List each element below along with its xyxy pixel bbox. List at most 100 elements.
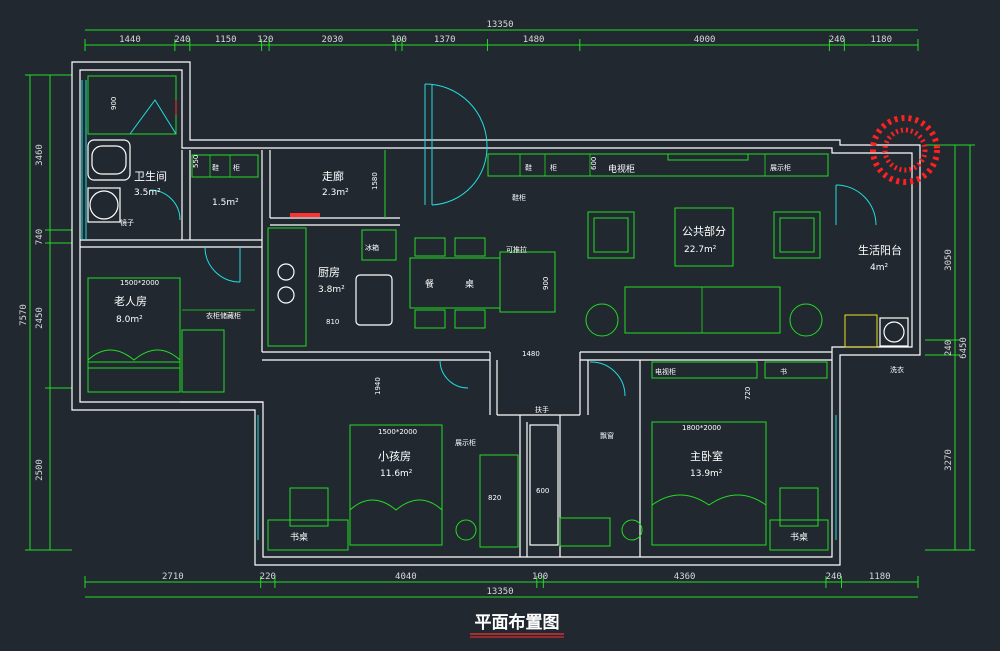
elder-room: 1500*2000 老人房 8.0m² 衣柜储藏柜 [87,277,255,393]
kitchen-name: 厨房 [318,266,340,279]
dim-bottom-segment-label: 4040 [395,572,417,582]
bathroom-name: 卫生间 [134,169,167,183]
dim-left-0: 3460 [35,144,45,166]
kid-desk: 书桌 [290,531,308,543]
tvwall-shelf: 鞋柜 [512,193,526,202]
tvwall-dim: 600 [590,157,598,170]
title-text: 平面布置图 [475,612,560,633]
master-room: 1800*2000 主卧室 13.9m² 电视柜 书 书桌 720 [621,361,829,551]
kitchen-dim: 810 [326,318,339,326]
kitchen-fridge: 冰箱 [365,243,379,252]
tv-wall: 鞋 柜 电视柜 展示柜 600 鞋柜 [487,153,829,202]
center-storage: 820 600 扶手 飘窗 1480 [479,350,614,548]
dim-bottom-segment-label: 240 [826,572,842,582]
dim-bottom-segment-label: 4360 [674,572,696,582]
kid-dim: 1940 [374,377,382,395]
dim-right-1: 240 [944,340,954,356]
balcony-name: 生活阳台 [858,243,902,257]
dimension-top: 13350 1440 240 1150 120 2030 100 1370 1480 4000 2… [84,20,919,51]
dim-top-segment-label: 240 [829,35,845,45]
master-bed: 1800*2000 [682,424,721,432]
center-dim3: 1480 [522,350,540,358]
drawing-title: 平面布置图 [470,612,564,638]
dim-top-segment-label: 120 [257,35,273,45]
master-book: 书 [780,367,787,376]
storage-shoe: 鞋 [212,163,219,172]
tvwall-tv-cab: 电视柜 [608,163,635,175]
storage-dim: 550 [192,155,200,168]
dim-top-segment-label: 1180 [870,35,892,45]
dim-left-1: 740 [35,229,45,245]
dim-left-3: 7570 [19,304,29,326]
dim-bottom-segment-label: 220 [260,572,276,582]
master-desk: 书桌 [790,531,808,543]
dining-sliding: 可推拉 [506,245,527,254]
dim-top-segment-label: 1150 [215,35,237,45]
dim-top-total: 13350 [486,20,513,30]
kid-room: 1500*2000 小孩房 11.6m² 书桌 1940 展示柜 [267,377,477,551]
kid-display: 展示柜 [455,438,476,447]
corridor-dim: 1580 [371,172,379,190]
dining: 餐 桌 可推拉 900 [409,237,556,329]
dim-top-segment-label: 1440 [119,35,141,45]
outer-walls [71,61,921,566]
center-stair: 扶手 [535,405,549,414]
corridor: 走廊 2.3m² 1580 [290,150,386,218]
dining-dim: 900 [542,277,550,290]
elder-bed: 1500*2000 [120,279,159,287]
balcony: 生活阳台 4m² 洗衣 [844,115,940,374]
dim-bottom-segment-label: 1180 [869,572,891,582]
balcony-area: 4m² [870,263,888,273]
dim-top-segment-label: 2030 [322,35,344,45]
center-window: 飘窗 [600,431,614,440]
public-name: 公共部分 [682,224,726,238]
elder-area: 8.0m² [116,315,143,325]
dim-bottom-total: 13350 [486,587,513,597]
dim-left-4: 2500 [35,459,45,481]
master-tv: 电视柜 [655,367,676,376]
corridor-name: 走廊 [322,169,344,183]
kitchen-area: 3.8m² [318,285,345,295]
kid-area: 11.6m² [380,469,413,479]
bathroom-area: 3.5m² [134,188,161,198]
tvwall-cab: 柜 [550,163,557,172]
dimension-right: 3050 240 6450 3270 [925,144,975,551]
master-name: 主卧室 [690,449,723,463]
dim-right-3: 3270 [944,449,954,471]
tvwall-shoe: 鞋 [525,163,532,172]
dim-top-segment-label: 240 [174,35,190,45]
elder-name: 老人房 [114,295,147,308]
dimension-bottom: 13350 2710 220 4040 100 4360 240 1180 [84,572,919,598]
interior-walls [80,150,832,557]
dim-right-2: 6450 [959,337,969,359]
dim-top-segment-label: 4000 [694,35,716,45]
storage-area: 1.5m² [212,198,239,208]
dim-right-0: 3050 [944,249,954,271]
dimension-left: 3460 740 2450 7570 2500 [19,74,72,551]
dining-label: 餐 [425,278,434,290]
tvwall-display: 展示柜 [770,163,791,172]
storage-cab: 柜 [233,163,240,172]
center-dim2: 600 [536,487,549,495]
elder-wardrobe: 衣柜储藏柜 [206,311,241,320]
bath-dim: 900 [110,97,118,110]
kid-bed: 1500*2000 [378,428,417,436]
dim-left-2: 2450 [35,307,45,329]
dim-bottom-segment-label: 100 [532,572,548,582]
doors-windows [81,80,877,540]
living-room: 公共部分 22.7m² [585,207,823,337]
storage-room: 鞋 柜 1.5m² 550 [191,154,259,208]
kitchen: 冰箱 厨房 3.8m² 810 [267,227,397,347]
dim-top-segment-label: 1480 [523,35,545,45]
master-dim: 720 [744,387,752,400]
dim-top-segment-label: 1370 [434,35,456,45]
master-area: 13.9m² [690,469,723,479]
dining-table: 桌 [465,278,474,290]
bathroom: 卫生间 3.5m² 镜子 900 [87,75,177,227]
kid-name: 小孩房 [378,450,411,463]
dim-bottom-segment-label: 2710 [162,572,184,582]
dim-top-segment-label: 100 [391,35,407,45]
corridor-area: 2.3m² [322,188,349,198]
center-dim: 820 [488,494,501,502]
